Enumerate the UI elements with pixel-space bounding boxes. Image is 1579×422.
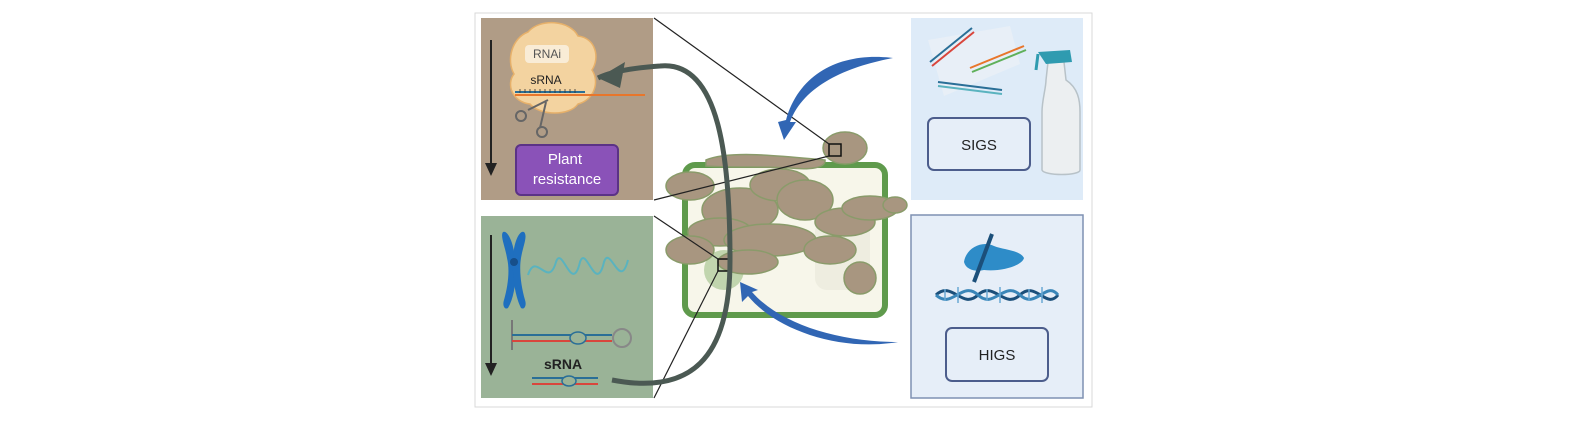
- sigs-box: [927, 117, 1031, 171]
- zoom-square-top: [828, 143, 842, 157]
- panel-sigs: SIGS: [911, 18, 1083, 200]
- fungal-hyphae: [665, 131, 908, 295]
- plant-resistance-box: [515, 144, 619, 196]
- scissors-icon: [515, 99, 549, 138]
- dna-helix-icon: [934, 287, 1060, 303]
- srna-label-top: sRNA: [530, 73, 561, 87]
- srna-uptake-arrow: [596, 63, 733, 386]
- leaf-cell-icon: [665, 131, 908, 318]
- sigs-arrow: [778, 56, 893, 141]
- srna-duplex-icon: [532, 375, 598, 387]
- zoom-connector-lines: [653, 17, 830, 399]
- mrna-squiggle: [527, 256, 629, 276]
- higs-box: [945, 327, 1049, 382]
- higs-arrow: [740, 282, 898, 345]
- panel-genome: sRNA: [481, 216, 653, 398]
- rnai-label: RNAi: [533, 47, 561, 61]
- panel-higs: HIGS: [910, 214, 1084, 399]
- srna-label-bottom: sRNA: [544, 356, 582, 372]
- chromosome-icon: [502, 231, 526, 309]
- higs-label: HIGS: [979, 347, 1016, 364]
- plant-resistance-label: Plant resistance: [533, 151, 601, 188]
- panel-rnai: RNAi sRNA Plant resistance: [481, 18, 653, 200]
- spray-bottle-icon: [1034, 50, 1081, 176]
- dsrna-fragments: [929, 27, 1027, 95]
- hairpin-rna-icon: [511, 320, 632, 350]
- sigs-label: SIGS: [961, 137, 997, 154]
- hand-pen-icon: [964, 233, 1024, 283]
